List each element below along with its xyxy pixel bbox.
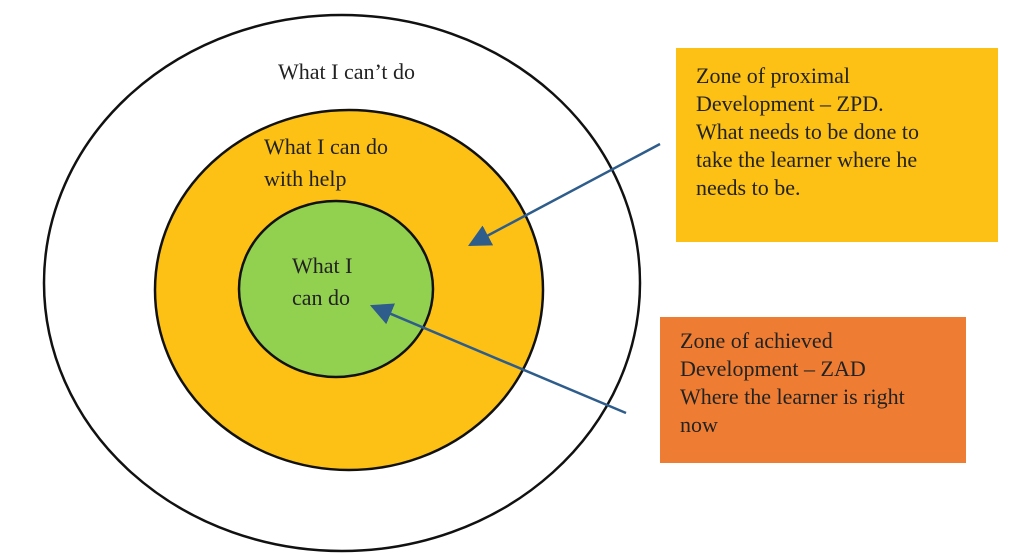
zpd-line-4: take the learner where he [696,147,918,172]
zpd-line-2: Development – ZPD. [696,91,884,116]
zpd-arrow [468,142,661,247]
zpd-box: Zone of proximal Development – ZPD. What… [676,48,998,242]
inner-circle [237,199,435,379]
middle-label-line-2: with help [264,166,347,191]
zpd-box-background [676,48,998,242]
zpd-line-3: What needs to be done to [696,119,919,144]
zad-line-1: Zone of achieved [680,328,833,353]
zpd-line-1: Zone of proximal [696,63,850,88]
zad-line-4: now [680,412,718,437]
middle-label-line-1: What I can do [264,134,388,159]
zad-arrow [369,303,627,415]
inner-label-line-2: can do [292,285,351,310]
inner-circle-label: What I can do [292,252,352,312]
zad-line-3: Where the learner is right [680,384,905,409]
outer-circle-label: What I can’t do [278,59,416,84]
zad-line-2: Development – ZAD [680,356,866,381]
zpd-line-5: needs to be. [696,175,801,200]
middle-circle-label: What I can do with help [264,133,388,193]
zad-box-background [660,317,966,463]
inner-label-line-1: What I [292,253,353,278]
zad-box: Zone of achieved Development – ZAD Where… [660,317,966,463]
